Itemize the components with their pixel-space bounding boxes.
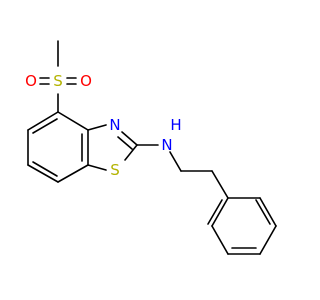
bond-c6-c7: [27, 164, 59, 183]
bond-c4-c5: [27, 111, 59, 131]
bond-c6-c7-inner: [32, 161, 58, 177]
bond-c4-c5-inner: [32, 118, 58, 134]
atom-oxygen-left: O: [25, 72, 37, 90]
atom-sulfur-sulfonyl: S: [53, 72, 63, 90]
bond-ph-2-3: [211, 225, 229, 255]
bond-n-c2-b: [117, 136, 133, 150]
atom-sulfur-ring: S: [110, 161, 120, 179]
bond-ph-1-2: [211, 197, 229, 227]
atom-amine-hydrogen: H: [170, 116, 181, 134]
bond-c7-c7a: [57, 164, 89, 183]
bond-nh-ch2: [169, 151, 182, 172]
bond-c3a-n: [87, 124, 107, 131]
structure-diagram: O S O N S N H: [25, 40, 277, 255]
bond-ph-4-5: [259, 225, 277, 255]
bond-c3a-c4: [57, 111, 89, 131]
bond-ph-5-6: [259, 197, 277, 227]
bond-ph-1-2-inner: [207, 199, 223, 225]
bond-ch2-ph: [211, 170, 229, 199]
atom-oxygen-right: O: [80, 72, 92, 90]
bond-ph-5-6-inner: [255, 199, 271, 225]
bond-s-c7a: [87, 164, 107, 171]
atom-nitrogen-ring: N: [109, 116, 120, 134]
atom-amine-nitrogen: N: [161, 136, 172, 154]
bond-n-c2-a: [121, 131, 138, 146]
bond-c2-s: [124, 144, 138, 161]
